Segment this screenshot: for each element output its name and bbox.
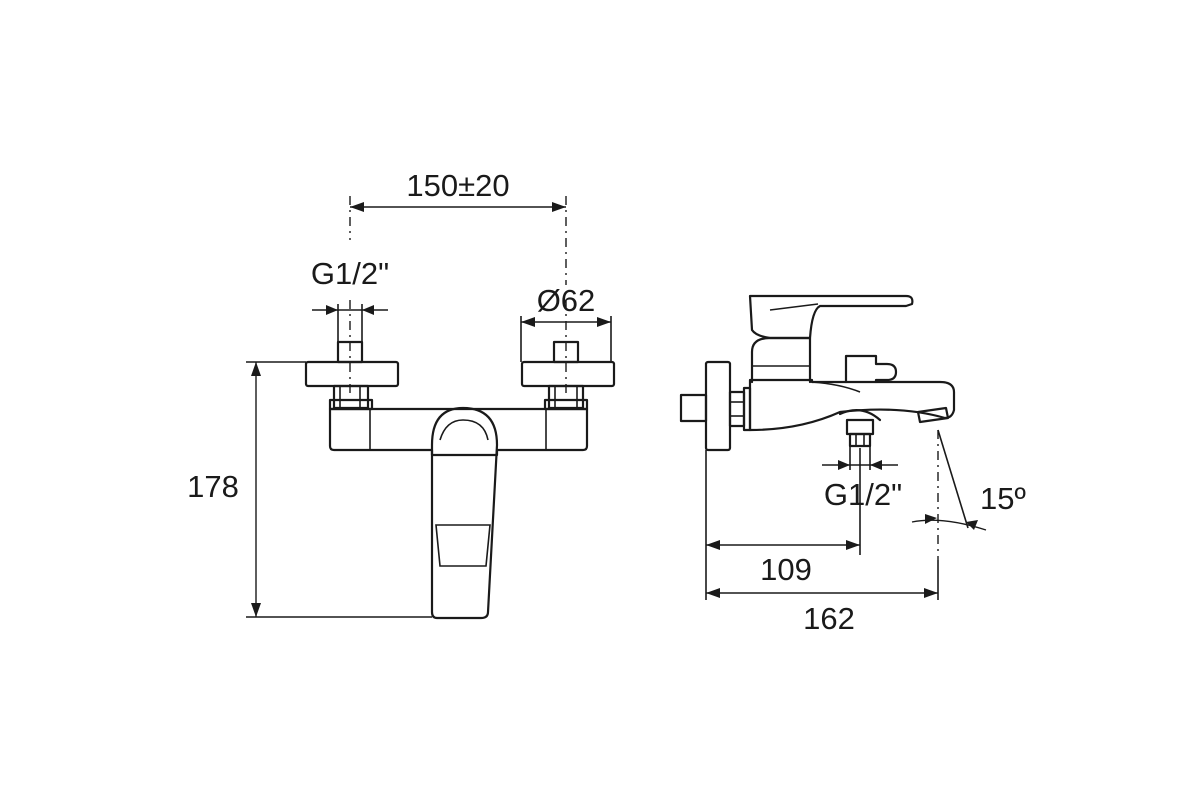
dimension-depth-inner: 109 <box>705 448 861 600</box>
side-view: G1/2" 15º 109 162 <box>679 294 1026 636</box>
lever-handle-front <box>430 406 499 620</box>
angle-label: 15º <box>980 481 1026 516</box>
right-connector <box>520 340 616 411</box>
left-connector <box>304 340 400 411</box>
dimension-thread-front: G1/2" <box>311 256 389 345</box>
height-label: 178 <box>187 469 239 504</box>
dimension-thread-side: G1/2" <box>822 446 902 512</box>
thread-label-side: G1/2" <box>824 477 902 512</box>
spout-aerator <box>916 406 950 424</box>
wall-connector-side <box>679 360 752 452</box>
lever-handle-side <box>748 294 914 384</box>
dimension-angle: 15º <box>911 429 1026 560</box>
front-view: 150±20 G1/2" Ø62 <box>187 168 616 620</box>
depth-total-label: 162 <box>803 601 855 636</box>
mixer-body <box>328 407 589 457</box>
dimension-height: 178 <box>187 361 432 618</box>
spacing-label: 150±20 <box>406 168 509 203</box>
diameter-label: Ø62 <box>537 283 596 318</box>
diverter-knob <box>844 354 898 384</box>
dimension-spacing: 150±20 <box>350 168 566 212</box>
shower-outlet <box>838 409 882 448</box>
dimension-depth-total: 162 <box>706 560 939 636</box>
depth-inner-label: 109 <box>760 552 812 587</box>
thread-label-front: G1/2" <box>311 256 389 291</box>
dimension-diameter: Ø62 <box>520 283 612 362</box>
